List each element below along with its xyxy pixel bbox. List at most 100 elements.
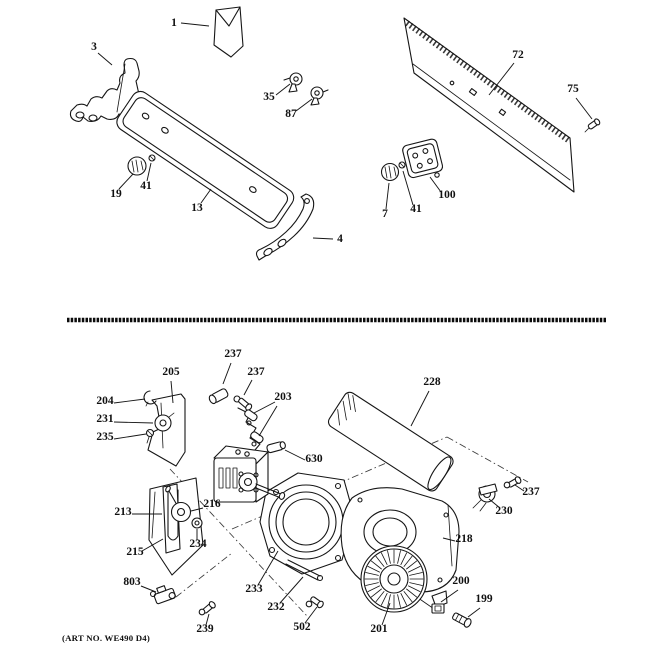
leader-line-1 — [180, 22, 210, 27]
leader-line-41 — [402, 170, 414, 206]
screw-41-left — [148, 154, 156, 162]
leader-line-72 — [488, 62, 515, 96]
part-callout-231: 231 — [96, 413, 114, 425]
knob-7 — [380, 162, 400, 182]
part-callout-199: 199 — [475, 593, 493, 605]
leader-line-502 — [304, 606, 318, 624]
part-callout-4: 4 — [337, 233, 343, 245]
clip-204 — [143, 390, 157, 407]
screw-237-mid — [233, 395, 253, 411]
clip-87 — [310, 86, 329, 106]
leader-line-630 — [284, 449, 306, 461]
idler-pulley-216 — [165, 485, 192, 523]
leader-line-233 — [257, 550, 279, 586]
leader-line-7 — [385, 182, 390, 210]
fan-blades — [364, 549, 424, 609]
leader-line-237 — [222, 362, 232, 385]
screw-75 — [584, 118, 601, 133]
leader-line-215 — [141, 538, 164, 552]
part-callout-1: 1 — [171, 17, 177, 29]
leader-line-232 — [279, 576, 304, 604]
leader-line-19 — [118, 173, 134, 190]
leader-line-218 — [442, 537, 456, 542]
thermostat-230 — [472, 483, 498, 512]
part-callout-201: 201 — [370, 623, 388, 635]
instruction-sheet-1 — [213, 6, 244, 58]
part-callout-200: 200 — [452, 575, 470, 587]
phantom-line — [446, 436, 529, 483]
leader-line-203 — [258, 405, 278, 437]
felt-strip-232 — [285, 559, 324, 582]
leader-line-87 — [295, 98, 313, 112]
part-callout-41: 41 — [410, 203, 422, 215]
part-callout-502: 502 — [293, 621, 311, 633]
screw-235 — [145, 428, 155, 444]
leader-line-41 — [146, 162, 152, 182]
idler-arm-213 — [162, 483, 181, 554]
leader-line-239 — [205, 613, 210, 626]
part-callout-203: 203 — [274, 391, 292, 403]
fuse-630 — [266, 441, 286, 454]
part-callout-13: 13 — [191, 202, 203, 214]
leader-line-231 — [113, 421, 154, 424]
clip-35 — [283, 72, 303, 93]
screw-41-right — [398, 161, 406, 169]
phantom-line — [175, 552, 233, 598]
part-callout-19: 19 — [110, 188, 122, 200]
control-panel-13 — [116, 90, 295, 229]
screw-237-right — [503, 476, 522, 489]
leader-line-803 — [140, 585, 157, 593]
bolt-199 — [452, 612, 472, 628]
right-end-cap-4 — [255, 193, 315, 261]
grommet-234 — [191, 517, 203, 529]
part-callout-41: 41 — [140, 180, 152, 192]
leader-line-100 — [429, 176, 442, 193]
drive-motor — [213, 445, 286, 503]
part-callout-87: 87 — [285, 108, 297, 120]
motor-mount-203 — [237, 407, 264, 451]
leader-line-201 — [381, 602, 391, 626]
leader-line-75 — [575, 97, 593, 120]
part-callout-215: 215 — [126, 546, 144, 558]
leader-line-200 — [440, 589, 459, 603]
leader-line-237 — [514, 484, 525, 492]
leader-line-203 — [253, 401, 276, 414]
leader-line-3 — [97, 52, 113, 66]
art-number: (ART NO. WE490 D4) — [62, 633, 150, 643]
leader-line-35 — [275, 83, 291, 96]
bottom-section-drive-assembly — [143, 388, 529, 628]
part-callout-234: 234 — [189, 538, 207, 550]
leader-line-216 — [190, 507, 204, 512]
hub-231 — [154, 412, 175, 432]
part-callout-237: 237 — [224, 348, 242, 360]
blower-wheel-201 — [360, 545, 438, 613]
part-callout-803: 803 — [123, 576, 141, 588]
rear-panel-72 — [403, 17, 575, 193]
screw-502 — [305, 596, 324, 609]
part-callout-239: 239 — [196, 623, 214, 635]
top-section-backsplash — [69, 6, 601, 261]
part-callout-233: 233 — [245, 583, 263, 595]
part-callout-237: 237 — [522, 486, 540, 498]
screw-239 — [198, 601, 216, 616]
part-callout-205: 205 — [162, 366, 180, 378]
leader-line-228 — [410, 390, 430, 427]
leader-line-204 — [113, 398, 146, 404]
switch-803 — [149, 585, 176, 605]
bearing-plate-233 — [259, 472, 355, 575]
leader-line-13 — [200, 188, 212, 204]
selector-switch-100 — [402, 138, 444, 179]
part-callout-100: 100 — [438, 189, 456, 201]
part-callout-232: 232 — [267, 601, 285, 613]
part-callout-75: 75 — [567, 83, 579, 95]
leader-line-199 — [467, 607, 481, 618]
part-callout-72: 72 — [512, 49, 524, 61]
leader-line-230 — [488, 498, 501, 509]
thermostat-237-upper — [208, 388, 229, 405]
part-callout-213: 213 — [114, 506, 132, 518]
leader-line-205 — [170, 380, 174, 404]
part-callout-216: 216 — [203, 498, 221, 510]
leader-line-235 — [113, 433, 147, 440]
